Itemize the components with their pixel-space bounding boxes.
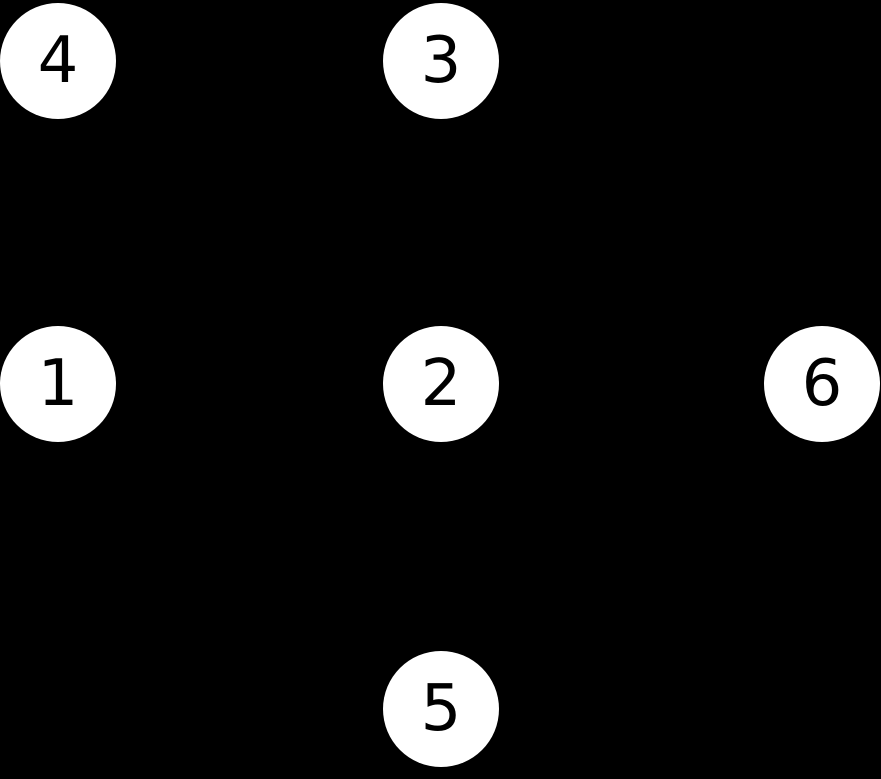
- graph-node-label: 4: [38, 24, 79, 98]
- graph-node-label: 6: [802, 347, 843, 421]
- graph-node-6[interactable]: 6: [764, 326, 880, 442]
- graph-node-label: 3: [421, 24, 462, 98]
- graph-node-4[interactable]: 4: [0, 3, 116, 119]
- graph-node-5[interactable]: 5: [383, 651, 499, 767]
- graph-node-circle[interactable]: [383, 651, 499, 767]
- graph-node-circle[interactable]: [0, 3, 116, 119]
- graph-node-label: 2: [421, 347, 462, 421]
- graph-node-label: 1: [38, 347, 79, 421]
- node-layer: 4 3 1 2 6 5: [0, 3, 880, 767]
- graph-node-1[interactable]: 1: [0, 326, 116, 442]
- graph-node-circle[interactable]: [0, 326, 116, 442]
- graph-node-circle[interactable]: [383, 326, 499, 442]
- graph-node-circle[interactable]: [764, 326, 880, 442]
- graph-node-3[interactable]: 3: [383, 3, 499, 119]
- graph-node-2[interactable]: 2: [383, 326, 499, 442]
- graph-node-circle[interactable]: [383, 3, 499, 119]
- graph-node-label: 5: [421, 672, 462, 746]
